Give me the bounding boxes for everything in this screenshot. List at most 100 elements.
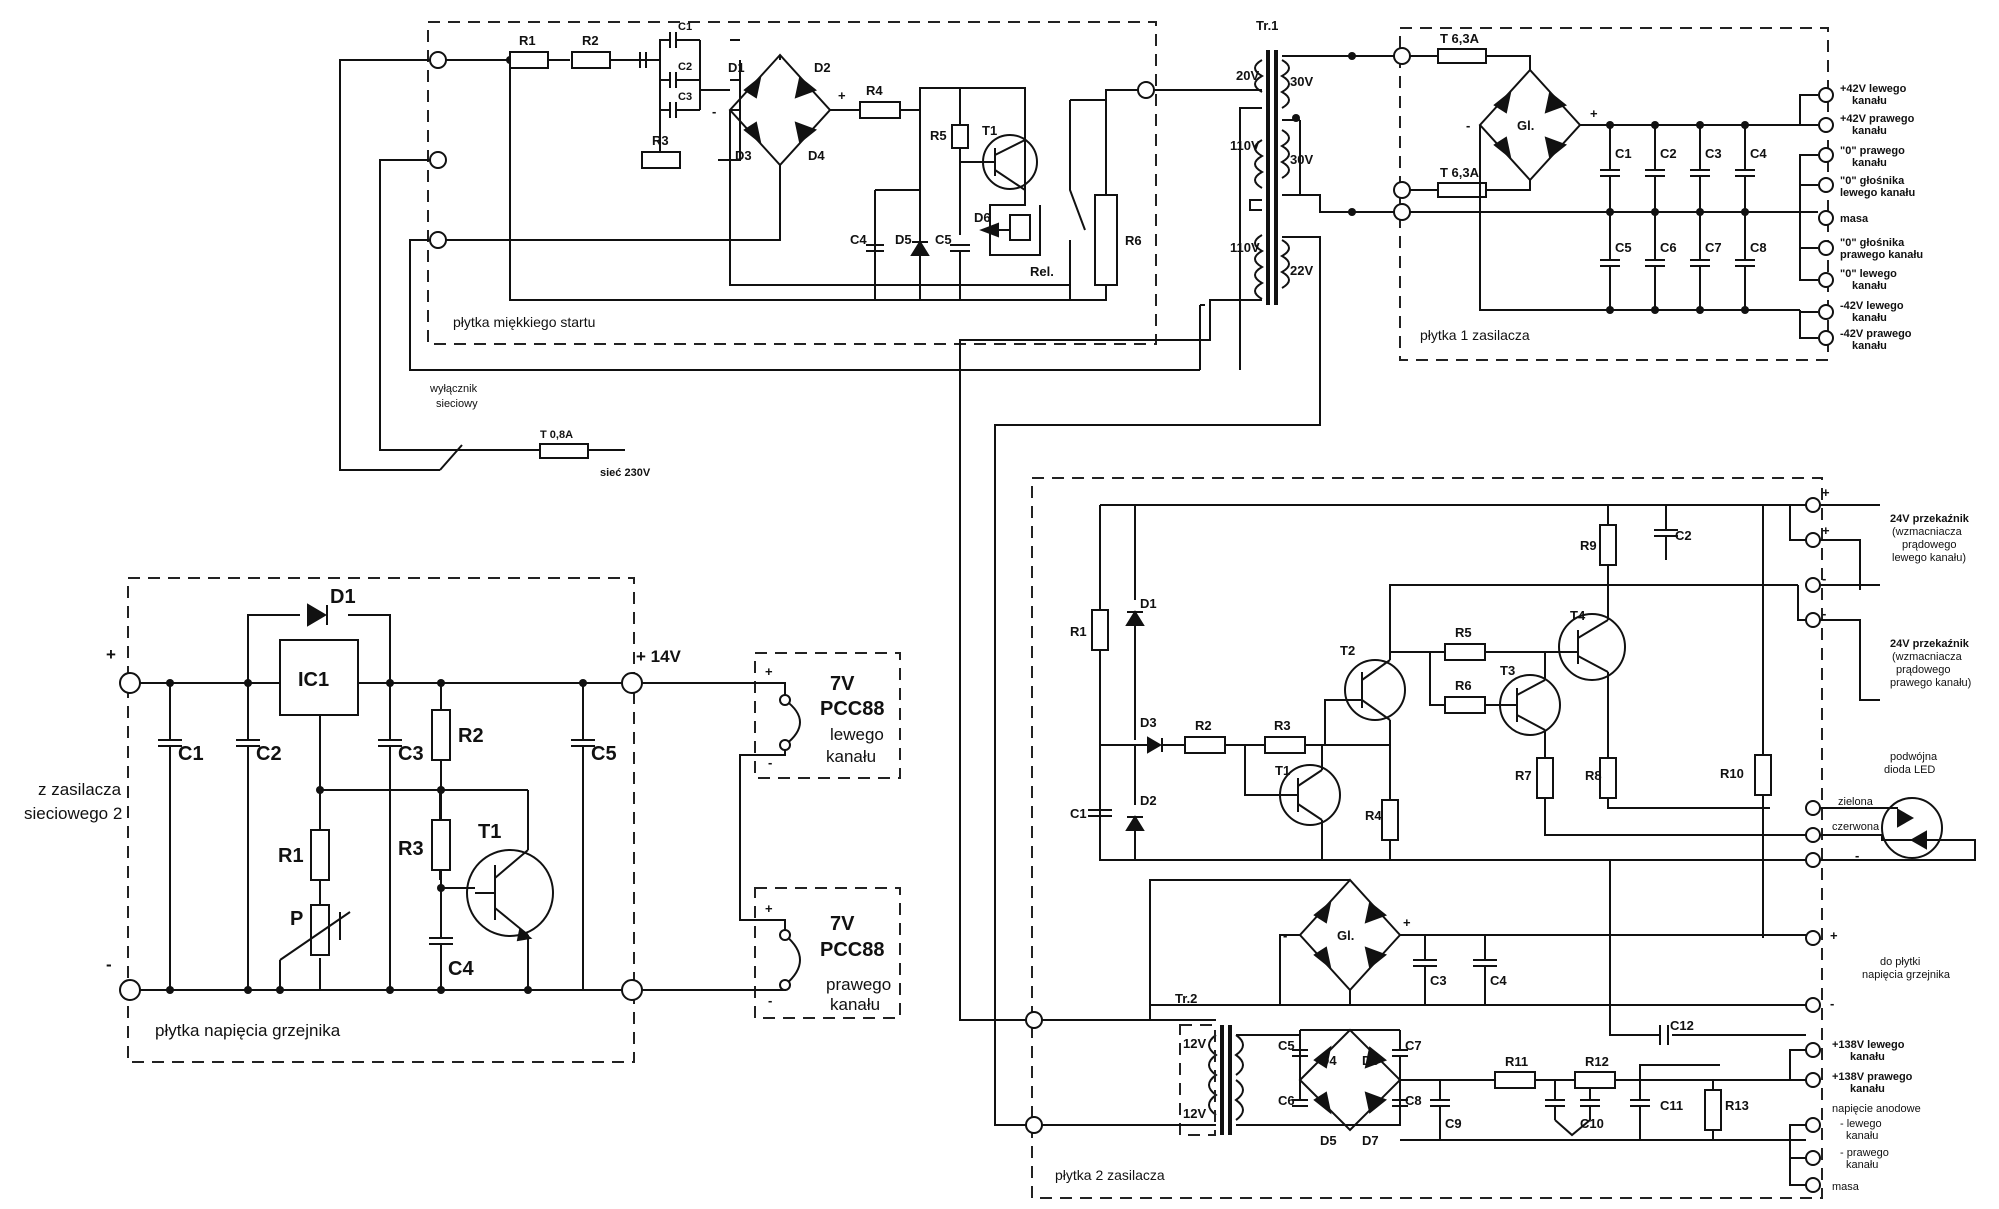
supply-2-anode2-l1: +138V prawego [1832,1071,1913,1083]
tube-right-minus: - [768,993,772,1008]
heater-r3 [431,819,451,871]
soft-start-terminal-1 [429,51,447,69]
supply-2-r13 [1704,1089,1722,1131]
tr1-primary-1: 20V [1236,68,1259,83]
tube-right-channel-2: kanału [830,995,880,1014]
supply-2-r12-label: R12 [1585,1054,1609,1069]
supply-2-anode-bridge [1298,1028,1402,1132]
supply-1-out-8-l2: kanału [1852,312,1887,324]
supply-2-c8-label: C8 [1405,1093,1422,1108]
heater-board: płytka napięcia grzejnika z zasilacza si… [24,577,682,1063]
transformer-1: Tr.1 20V 110V 110V 30V 30V 22V [959,18,1400,1126]
supply-2-r8-label: R8 [1585,768,1602,783]
heater-r3-label: R3 [398,838,424,860]
supply-2-bridge-plus: + [1403,915,1411,930]
supply-2-d1-label: D1 [1140,596,1157,611]
mains-label: sieć 230V [600,467,651,479]
tube-left-voltage: 7V [830,673,855,695]
soft-start-c5-label: C5 [935,232,952,247]
supply-2-d7-label: D7 [1362,1133,1379,1148]
heater-r2-label: R2 [458,725,484,747]
supply-2-c12-label: C12 [1670,1018,1694,1033]
heater-t1-label: T1 [478,821,501,843]
mains-fuse [539,443,589,459]
supply-1-board-label: płytka 1 zasilacza [1420,327,1530,343]
tr2-voltage-1: 12V [1183,1036,1206,1051]
soft-start-d3-label: D3 [735,148,752,163]
heater-board-label: płytka napięcia grzejnika [155,1021,341,1040]
supply-2-relay1-l3: prądowego [1902,539,1956,551]
tube-left-type: PCC88 [820,698,884,720]
supply-1-out-3-l2: kanału [1852,157,1887,169]
supply-2-r7-label: R7 [1515,768,1532,783]
soft-start-board-label: płytka miękkiego startu [453,314,595,330]
supply-2-c6-label: C6 [1278,1093,1295,1108]
heater-potentiometer [310,904,330,956]
supply-2-relay1-l4: lewego kanału) [1892,552,1966,564]
soft-start-relay-label: Rel. [1030,264,1054,279]
heater-r2 [431,709,451,761]
supply-2-ground-label: masa [1832,1181,1860,1193]
tube-left-channel-1: lewego [830,725,884,744]
supply-2-d3-label: D3 [1140,715,1157,730]
supply-2-r4-label: R4 [1365,808,1382,823]
soft-start-d5-label: D5 [895,232,912,247]
tube-left-minus: - [768,755,772,770]
soft-start-terminal-4 [1137,81,1155,99]
supply-2-c2-label: C2 [1675,528,1692,543]
heater-r1 [310,829,330,881]
tr1-label: Tr.1 [1256,18,1278,33]
tube-right-channel-1: prawego [826,975,891,994]
supply-2-board-label: płytka 2 zasilacza [1055,1167,1165,1183]
tube-left-outline [754,652,901,779]
supply-2-c10-label: C10 [1580,1116,1604,1131]
supply-2-relay2-l3: prądowego [1896,664,1950,676]
supply-2-bridge-label: Gl. [1337,928,1354,943]
supply-2-r11 [1494,1071,1536,1089]
supply-2-board-outline [1031,477,1823,1199]
supply-1-board: płytka 1 zasilacza T 6,3A T 6,3A Gl. + -… [1393,27,1923,361]
supply-2-r3 [1264,736,1306,754]
supply-2-anode-l-l2: kanału [1846,1130,1878,1142]
supply-1-out-8-l1: -42V lewego [1840,300,1904,312]
soft-start-d1-label: D1 [728,60,745,75]
soft-start-c1-label: C1 [678,21,692,33]
supply-2-r6 [1444,696,1486,714]
supply-1-out-6-l1: "0" głośnika [1840,237,1905,249]
tube-right-plus: + [765,901,773,916]
soft-start-r6 [1094,194,1118,286]
soft-start-d2-label: D2 [814,60,831,75]
heater-r1-label: R1 [278,845,304,867]
supply-2-t2 [1344,659,1406,721]
supply-2-c1-label: C1 [1070,806,1087,821]
supply-1-fuse-2-label: T 6,3A [1440,165,1480,180]
heater-minus: - [106,955,112,974]
supply-2-r10-label: R10 [1720,766,1744,781]
supply-1-out-1-l2: kanału [1852,95,1887,107]
supply-2-r13-label: R13 [1725,1098,1749,1113]
tube-left-plus: + [765,664,773,679]
supply-2-relay1-l2: (wzmacniacza [1892,526,1963,538]
heater-plus: + [106,645,116,664]
supply-2-relay2-l2: (wzmacniacza [1892,651,1963,663]
soft-start-d4-label: D4 [808,148,825,163]
soft-start-r4 [859,101,901,119]
supply-2-r5-label: R5 [1455,625,1472,640]
supply-1-c8-label: C8 [1750,240,1767,255]
soft-start-r5 [951,124,969,149]
supply-2-t4-label: T4 [1570,608,1586,623]
supply-1-bridge-label: Gl. [1517,118,1534,133]
supply-2-led-green: zielona [1838,796,1874,808]
tr1-primary-3: 110V [1230,240,1260,255]
heater-source-l1: z zasilacza [38,780,122,799]
soft-start-r3 [641,151,681,169]
supply-1-minus: - [1466,118,1470,133]
soft-start-r6-label: R6 [1125,233,1142,248]
heater-c1-label: C1 [178,743,204,765]
supply-2-dual-led [1881,797,1943,859]
supply-2-r9-label: R9 [1580,538,1597,553]
supply-2-c4-label: C4 [1490,973,1507,988]
supply-1-c2-label: C2 [1660,146,1677,161]
soft-start-r4-label: R4 [866,83,883,98]
